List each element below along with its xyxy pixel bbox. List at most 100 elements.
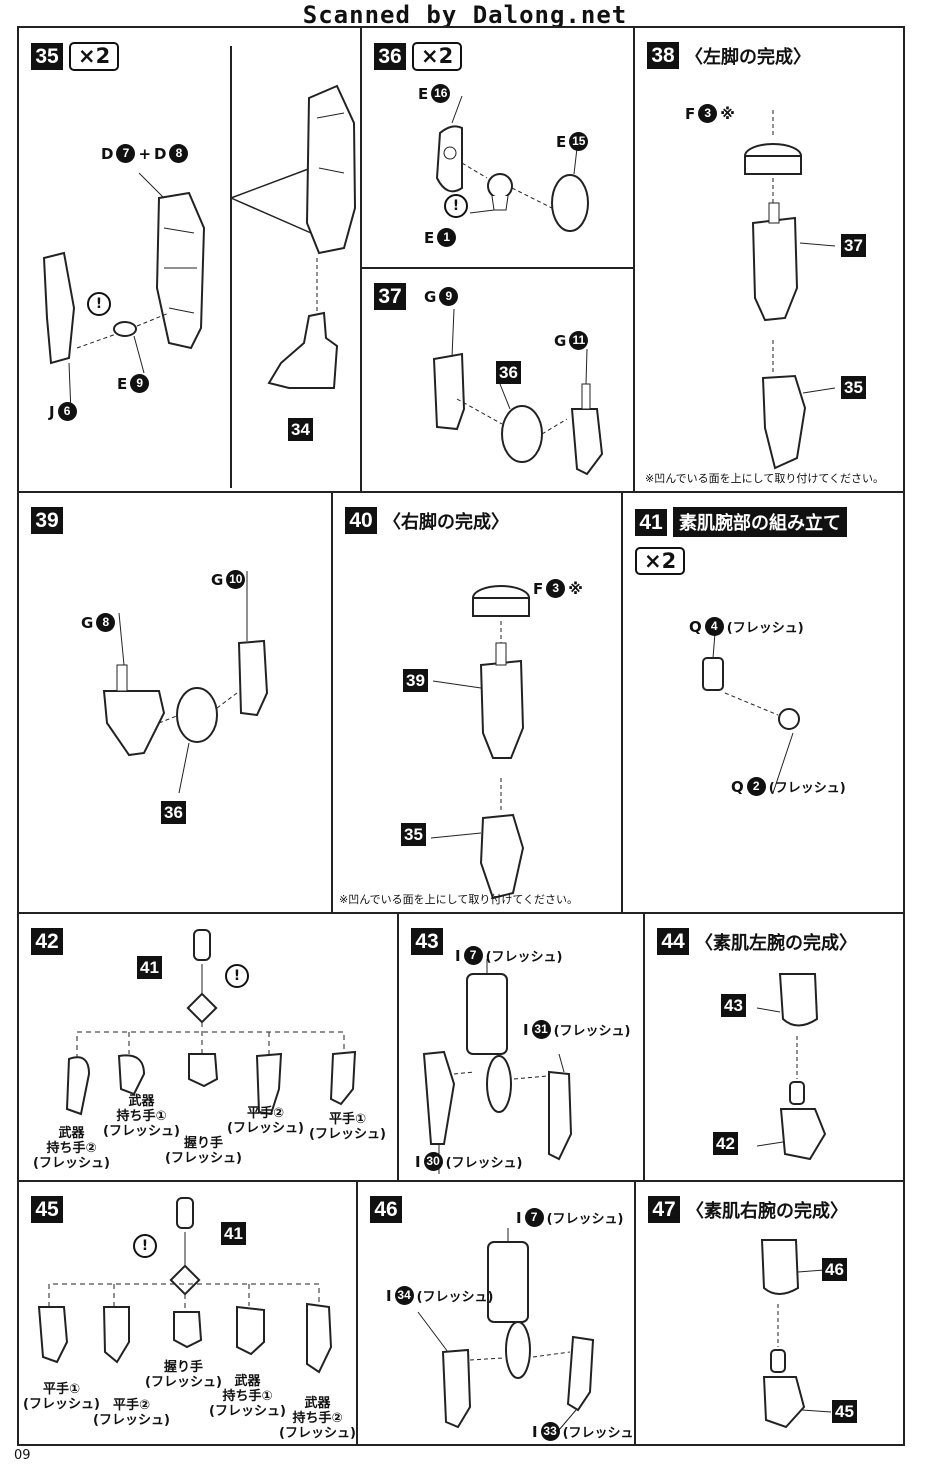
step-38-illustration [744,110,836,470]
quantity-badge: ×2 [69,42,120,71]
part-label-d8: D [154,144,167,163]
step-42-illustration [65,929,357,1116]
step-47-illustration [760,1239,832,1429]
step-number: 36 [374,43,406,70]
part-color-i33: (フレッシュ) [562,1426,640,1441]
step-title: 〈素肌左腕の完成〉 [695,932,857,954]
step-45-panel: 45 ! 41 平手① (フレッシュ) 平手② (フレッシュ) 握り手 (フレッ… [17,1180,358,1446]
part-label-e9: E [117,374,128,393]
part-number-q2: 2 [746,777,766,796]
ref-step-41: 41 [137,956,162,979]
part-label-d7: D [101,144,114,163]
step-number: 44 [657,928,689,955]
part-label-j6: J [49,402,55,421]
part-number-i31: 31 [531,1020,551,1039]
part-label-e15: E [556,132,567,151]
step-44-illustration [756,973,827,1161]
part-number-e9: 9 [130,374,150,393]
plus-sign: + [138,144,152,163]
scanner-watermark: Scanned by Dalong.net [302,1,628,29]
part-number-g8: 8 [96,613,116,632]
step-46-illustration [417,1228,595,1438]
gate-mark: I [516,1208,522,1227]
quantity-badge: ×2 [635,547,686,575]
mounting-note: ※凹んでいる面を上にして取り付けてください。 [339,893,579,906]
hand-caption: 武器 持ち手① (フレッシュ) [209,1374,286,1419]
asterisk-mark: ※ [568,579,583,598]
step-number: 43 [411,928,443,955]
part-color-i31: (フレッシュ) [553,1024,631,1039]
caution-icon: ! [133,1234,157,1258]
ref-step-45: 45 [832,1400,857,1423]
step-47-panel: 47〈素肌右腕の完成〉 46 45 [634,1180,905,1446]
part-color-i7: (フレッシュ) [546,1212,624,1227]
step-number: 37 [374,283,406,310]
step-number: 35 [31,43,63,70]
step-number: 38 [647,42,679,69]
step-40-illustration [430,585,530,900]
part-number-i7: 7 [524,1208,544,1227]
ref-step-41: 41 [221,1222,246,1245]
ref-step-37: 37 [841,234,866,257]
step-41-illustration [702,632,800,794]
part-label-g11: G [554,331,567,350]
part-number-g9: 9 [439,287,459,306]
step-43-illustration [422,959,573,1174]
ref-step-36: 36 [161,801,186,824]
part-number-i33: 33 [540,1422,560,1441]
quantity-badge: ×2 [412,42,463,71]
step-number: 40 [345,507,377,534]
step-number: 39 [31,507,63,534]
part-label-g10: G [211,570,224,589]
ref-step-46: 46 [822,1258,847,1281]
part-number-e1: 1 [437,228,457,247]
part-number-g11: 11 [569,331,589,350]
step-number: 46 [370,1196,402,1223]
gate-mark: I [415,1152,421,1171]
hand-caption: 武器 持ち手② (フレッシュ) [33,1126,110,1171]
part-number-i30: 30 [423,1152,443,1171]
part-color-i7: (フレッシュ) [485,950,563,965]
part-label-q4: Q [689,617,702,636]
step-number: 41 [635,508,667,536]
gate-mark: I [455,946,461,965]
part-number-e15: 15 [569,132,589,151]
gate-mark: I [532,1422,538,1441]
part-color-q2: (フレッシュ) [768,781,846,796]
part-label-g9: G [424,287,437,306]
step-number: 47 [648,1196,680,1223]
ref-step-34: 34 [288,418,313,441]
hand-caption: 平手② (フレッシュ) [227,1106,304,1136]
ref-step-42: 42 [713,1132,738,1155]
part-number-d7: 7 [116,144,136,163]
step-title: 〈右脚の完成〉 [383,511,509,533]
ref-step-36: 36 [496,361,521,384]
step-39-illustration [102,571,269,794]
ref-step-35: 35 [401,823,426,846]
part-number-q4: 4 [704,617,724,636]
part-number-f3: 3 [698,104,718,123]
step-42-panel: 42 41 ! 武器 持ち手② (フレッシュ) 武器 持ち手① (フレッシュ) … [17,912,399,1182]
part-color-q4: (フレッシュ) [726,621,804,636]
step-title: 素肌腕部の組み立て [673,507,847,537]
part-number-i34: 34 [394,1286,414,1305]
hand-caption: 平手① (フレッシュ) [23,1382,100,1412]
part-color-i34: (フレッシュ) [416,1290,494,1305]
caution-icon: ! [87,292,111,316]
step-45-illustration [37,1197,333,1374]
part-number-j6: 6 [57,402,77,421]
asterisk-mark: ※ [720,104,735,123]
part-label-f3: F [685,104,696,123]
ref-step-35: 35 [841,376,866,399]
step-36-illustration [435,95,589,232]
